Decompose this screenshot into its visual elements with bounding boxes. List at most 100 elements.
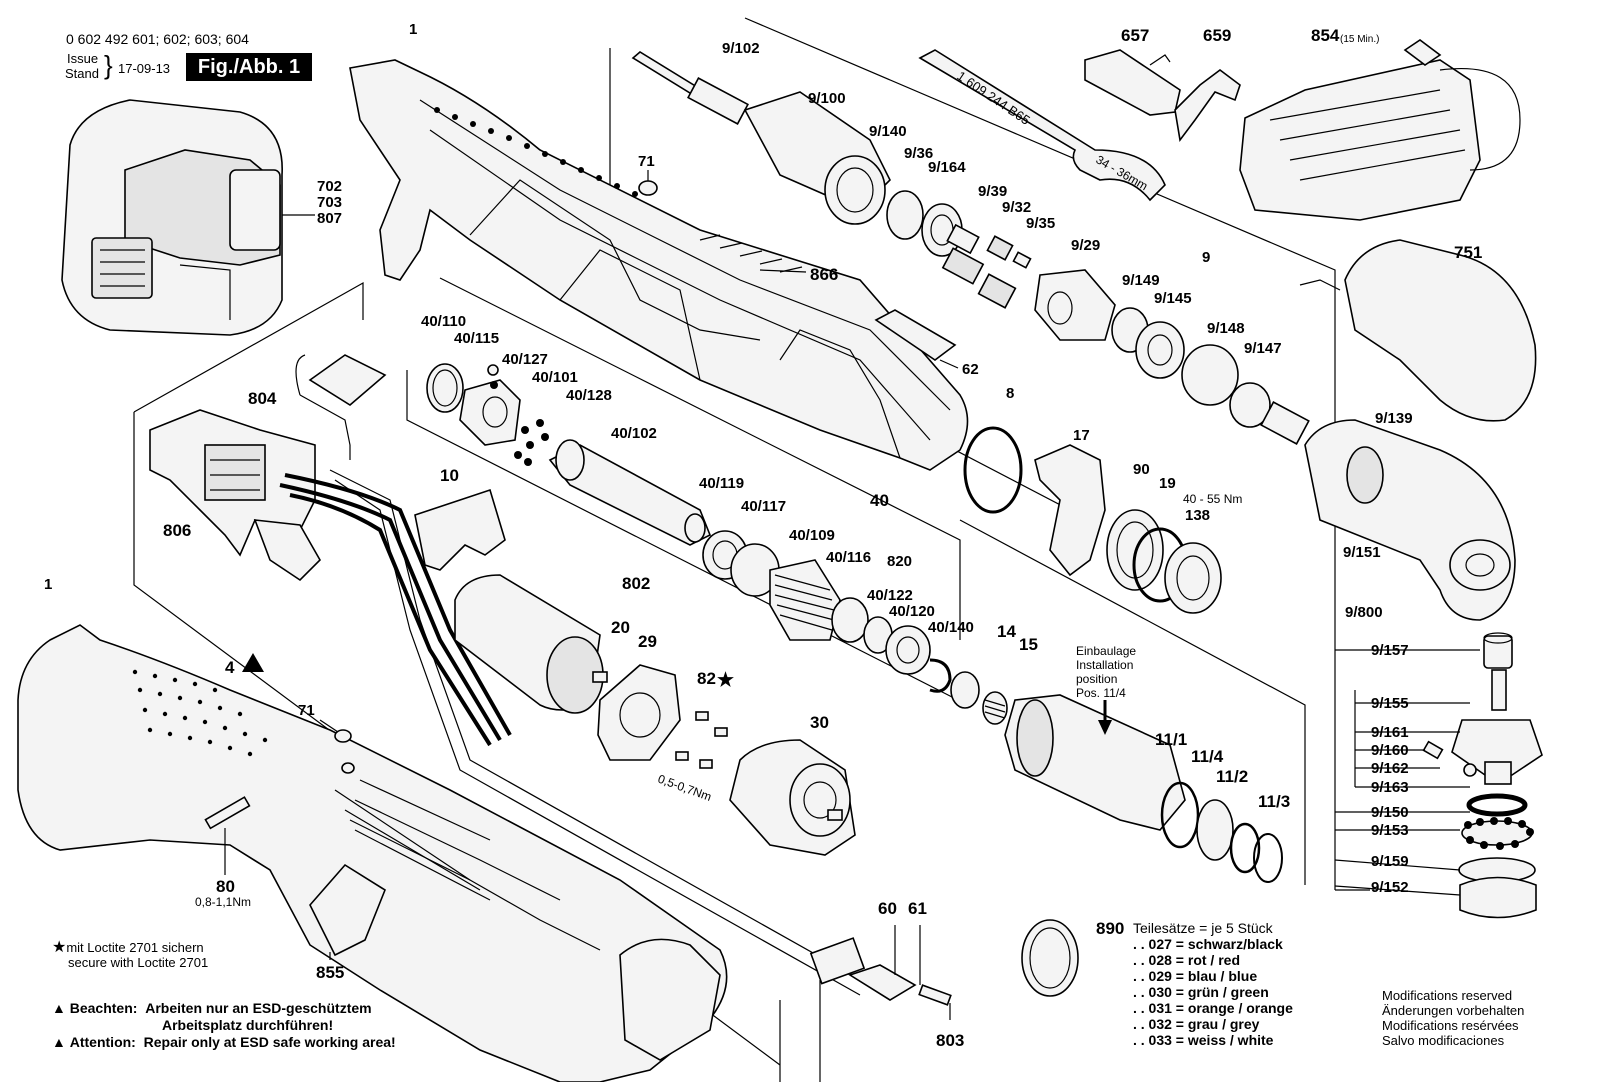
torque-80: 0,8-1,1Nm [195, 895, 251, 909]
modifications-line: Modifications reserved [1382, 988, 1513, 1003]
triangle-icon: ▲ [52, 1000, 66, 1016]
label-40-109: 40/109 [789, 527, 835, 544]
label-40-119: 40/119 [699, 475, 744, 492]
lower-housing [17, 624, 728, 1082]
part-kits-list: Teilesätze = je 5 Stück . . 027 = schwar… [1133, 920, 1293, 1048]
label-804: 804 [248, 389, 277, 408]
part-62-pad [874, 309, 959, 369]
label-854: 854 [1311, 26, 1340, 45]
wrench-tool [918, 49, 1166, 202]
label-9-102: 9/102 [722, 40, 760, 57]
label-40-115: 40/115 [454, 330, 499, 347]
label-9-161: 9/161 [1371, 724, 1409, 741]
label-802: 802 [622, 574, 650, 593]
label-9-150: 9/150 [1371, 804, 1409, 821]
label-40-120: 40/120 [889, 603, 935, 620]
beachten-text-2: Arbeitsplatz durchführen! [162, 1017, 334, 1033]
label-40-140: 40/140 [928, 619, 974, 636]
label-9-145: 9/145 [1154, 290, 1192, 307]
label-807: 807 [317, 210, 342, 227]
label-40: 40 [870, 491, 889, 510]
label-62: 62 [962, 361, 979, 378]
part-804-pcb [295, 354, 387, 460]
connector-parts [809, 925, 952, 1020]
label-11-2: 11/2 [1216, 767, 1248, 786]
part-890-ring [1021, 919, 1079, 997]
label-855: 855 [316, 963, 344, 982]
battery-pack [61, 99, 315, 336]
beachten-label: Beachten: [69, 1000, 138, 1016]
part-806-switch [149, 409, 871, 996]
modifications-line: Modifications resérvées [1382, 1018, 1519, 1033]
brace: } [104, 50, 113, 80]
label-9-162: 9/162 [1371, 760, 1409, 777]
part-659-clip [1174, 69, 1241, 142]
label-854-note: (15 Min.) [1340, 34, 1379, 45]
issue-label: Issue [67, 51, 99, 66]
label-40-102: 40/102 [611, 425, 657, 442]
label-1-top: 1 [409, 21, 417, 38]
torque-19: 40 - 55 Nm [1183, 492, 1242, 506]
label-17: 17 [1073, 427, 1090, 444]
label-9-152: 9/152 [1371, 879, 1409, 896]
label-11-4: 11/4 [1191, 747, 1224, 766]
label-9-139: 9/139 [1375, 410, 1413, 427]
kit-item: . . 029 = blau / blue [1133, 968, 1258, 984]
label-82: 82 [697, 669, 716, 688]
label-751: 751 [1454, 243, 1482, 262]
part-657-handle [1084, 49, 1181, 116]
label-8: 8 [1006, 385, 1014, 402]
label-14: 14 [997, 622, 1016, 641]
label-30: 30 [810, 713, 829, 732]
installation-line-1: Einbaulage [1076, 644, 1137, 658]
installation-line-4: Pos. 11/4 [1076, 686, 1126, 700]
label-9-35: 9/35 [1026, 215, 1055, 232]
modifications-line: Salvo modificaciones [1382, 1033, 1505, 1048]
label-138: 138 [1185, 507, 1210, 524]
part-30-motor-can [729, 739, 856, 856]
part-10-pad [414, 488, 506, 571]
right-column-parts [1334, 632, 1543, 919]
label-9-149: 9/149 [1122, 272, 1160, 289]
star-icon: ★ [52, 939, 67, 956]
label-9-32: 9/32 [1002, 199, 1031, 216]
label-657: 657 [1121, 26, 1149, 45]
label-9-160: 9/160 [1371, 742, 1409, 759]
angle-head-9-139 [1304, 419, 1516, 621]
stand-label: Stand [65, 66, 99, 81]
label-703: 703 [317, 194, 342, 211]
label-40-127: 40/127 [502, 351, 548, 368]
esd-note: ▲ Beachten: Arbeiten nur an ESD-geschütz… [52, 1000, 396, 1051]
attention-label: Attention: [69, 1034, 136, 1050]
label-90: 90 [1133, 461, 1150, 478]
torque-82: 0,5-0,7Nm [656, 772, 713, 804]
label-9-148: 9/148 [1207, 320, 1245, 337]
gear-assembly-row [631, 51, 1310, 445]
modifications-note: Modifications reserved Änderungen vorbeh… [1382, 988, 1524, 1048]
kit-item: . . 028 = rot / red [1133, 952, 1240, 968]
label-820: 820 [887, 553, 912, 570]
label-29: 29 [638, 632, 657, 651]
esd-warning-icon [242, 653, 264, 672]
label-702: 702 [317, 178, 342, 195]
part-kits-title: Teilesätze = je 5 Stück [1133, 920, 1273, 936]
motor-802 [454, 574, 728, 769]
label-40-110: 40/110 [421, 313, 466, 330]
label-866: 866 [810, 265, 838, 284]
label-9-157: 9/157 [1371, 642, 1409, 659]
rings-8-17-90-19-138 [963, 426, 1222, 614]
beachten-text-1: Arbeiten nur an ESD-geschütztem [145, 1000, 372, 1016]
modifications-line: Änderungen vorbehalten [1382, 1003, 1525, 1018]
label-9-159: 9/159 [1371, 853, 1409, 870]
label-4: 4 [225, 658, 235, 677]
label-40-128: 40/128 [566, 387, 612, 404]
label-9-100: 9/100 [808, 90, 846, 107]
label-1-bottom: 1 [44, 576, 52, 593]
label-40-122: 40/122 [867, 587, 913, 604]
label-20: 20 [611, 618, 630, 637]
triangle-icon: ▲ [52, 1034, 66, 1050]
installation-line-3: position [1076, 672, 1118, 686]
label-15: 15 [1019, 635, 1038, 654]
label-9-140: 9/140 [869, 123, 907, 140]
label-61: 61 [908, 899, 927, 918]
